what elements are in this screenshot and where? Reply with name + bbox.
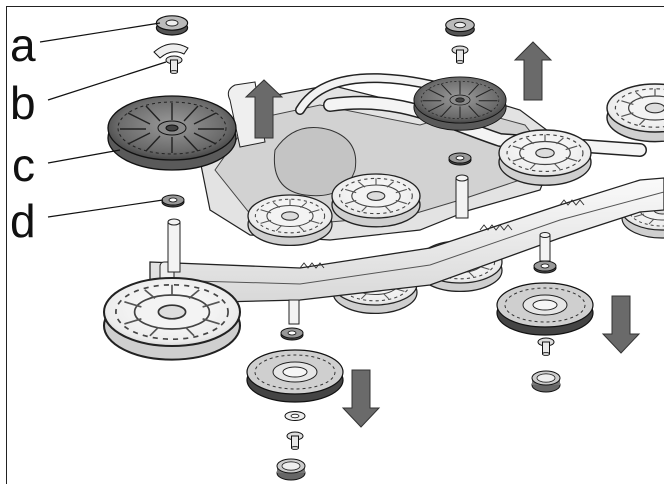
diagram-frame [6, 6, 664, 484]
part-d-washer [161, 194, 185, 208]
callout-d: d [10, 195, 36, 247]
wheel-front-left [102, 276, 242, 361]
callout-c: c [12, 139, 35, 191]
callout-a: a [10, 19, 36, 71]
part-a-cap [155, 15, 189, 36]
top-middle-bolt [451, 45, 469, 65]
top-middle-dark-wheel [413, 76, 507, 131]
lower-center-disc [246, 349, 344, 403]
lower-right-bolt [537, 337, 555, 357]
top-middle-cap [445, 17, 475, 37]
callout-b: b [10, 77, 36, 129]
lower-center-washer [280, 327, 304, 341]
lower-center-cup [276, 458, 306, 481]
leader-lines [39, 22, 167, 218]
lower-right-cup [531, 370, 561, 393]
up-arrow-right [513, 41, 553, 101]
up-arrow-left [244, 79, 284, 139]
wheel-back-2 [331, 173, 421, 228]
part-c-dark-wheel [107, 95, 237, 171]
lower-right-disc [496, 282, 594, 336]
down-arrow-right [601, 295, 641, 354]
lower-center-bolt [286, 431, 304, 451]
wheel-upper-right [498, 129, 592, 186]
part-b-clip-bolt [153, 43, 189, 75]
wheel-back-1 [247, 194, 333, 247]
down-arrow-center [341, 369, 381, 428]
lower-right-washer [533, 260, 557, 274]
lower-center-flat-washer [284, 411, 306, 421]
mid-washer [448, 152, 472, 166]
wheel-far-right [606, 83, 664, 143]
spindles [167, 174, 551, 325]
